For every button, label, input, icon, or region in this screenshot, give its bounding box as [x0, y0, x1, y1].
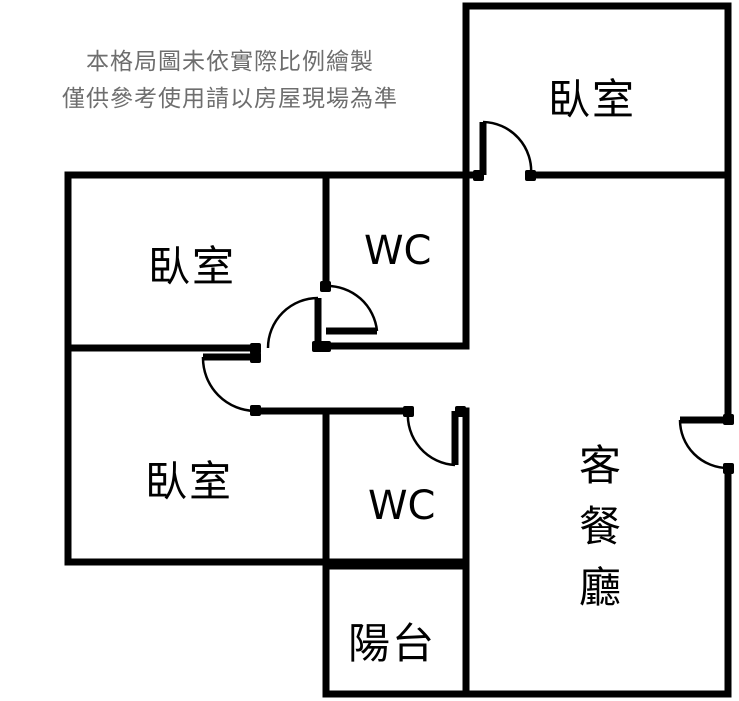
door-wc-lower: [406, 410, 459, 467]
room-label-wc-lower: WC: [368, 483, 436, 529]
disclaimer-line-2: 僅供參考使用請以房屋現場為準: [62, 86, 398, 112]
room-label-bedroom-upper-left: 臥室: [148, 242, 237, 291]
living-dining-char-1: 客: [578, 441, 621, 490]
room-label-balcony: 陽台: [348, 619, 437, 668]
doors: [201, 120, 729, 470]
room-label-wc-upper: WC: [364, 228, 432, 274]
walls: [64, 2, 732, 698]
door-bedroom-top-right: [479, 120, 533, 176]
wall-joints: [250, 170, 734, 474]
door-wc-upper: [325, 284, 379, 335]
door-bedroom-upper-left: [266, 296, 322, 349]
door-entrance: [678, 416, 729, 470]
room-label-bedroom-lower-left: 臥室: [145, 457, 234, 506]
room-label-living-dining: 客 餐 廳: [570, 435, 630, 618]
living-dining-char-3: 廳: [578, 563, 621, 612]
door-bedroom-lower-left: [201, 353, 257, 413]
disclaimer-line-1: 本格局圖未依實際比例繪製: [86, 49, 374, 75]
room-label-bedroom-top-right: 臥室: [548, 75, 637, 124]
living-dining-char-2: 餐: [578, 502, 621, 551]
